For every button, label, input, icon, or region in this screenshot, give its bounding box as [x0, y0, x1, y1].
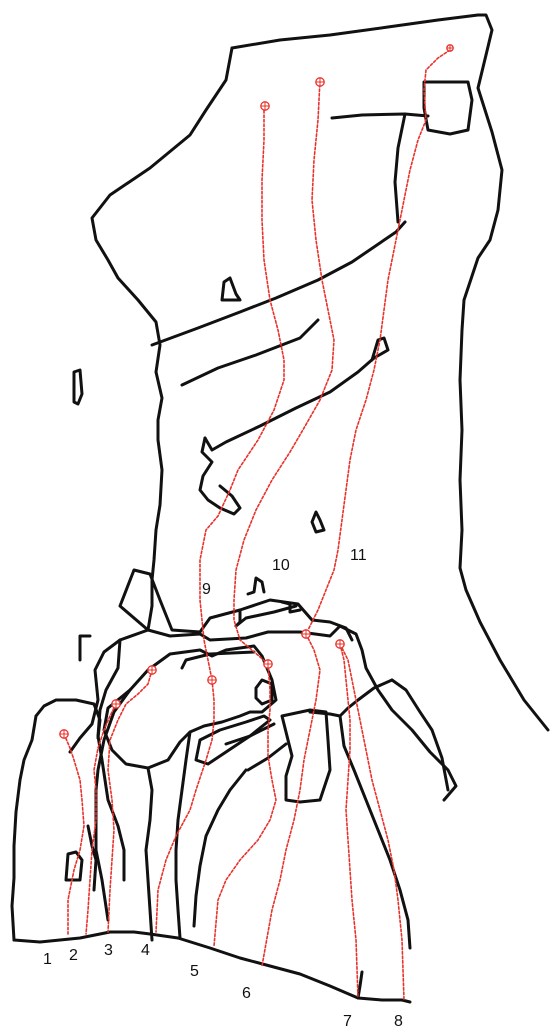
center-crack-b [176, 732, 190, 938]
diagonal-ledge-2 [182, 320, 318, 385]
anchor-route-4 [208, 676, 216, 684]
central-pillar [120, 570, 352, 640]
left-step [66, 852, 82, 880]
right-block [282, 710, 330, 802]
boulder-inner [104, 646, 276, 768]
route-8-line[interactable] [340, 644, 404, 1000]
route-number-1: 1 [43, 951, 52, 968]
right-pebble [312, 512, 324, 532]
flake-c [248, 744, 286, 770]
route-number-10: 10 [272, 557, 290, 574]
anchor-route-6 [302, 630, 310, 638]
mid-ledge [205, 358, 374, 450]
upper-roof-line [332, 114, 428, 118]
center-crack-a [146, 768, 152, 940]
route-2-line[interactable] [86, 704, 116, 934]
left-corner-mark [80, 636, 90, 660]
small-hook [248, 578, 264, 594]
anchor-route-7-8 [336, 640, 344, 648]
anchor-route-9 [261, 102, 269, 110]
route-number-5: 5 [190, 963, 199, 980]
crag-outline [232, 15, 548, 730]
route-number-2: 2 [69, 947, 78, 964]
route-9-line[interactable] [200, 106, 284, 680]
anchor-route-11 [447, 45, 453, 51]
route-number-8: 8 [394, 1013, 403, 1030]
route-4-line[interactable] [156, 680, 214, 932]
anchor-route-10 [316, 78, 324, 86]
ground-line [14, 932, 410, 1002]
route-number-7: 7 [343, 1013, 352, 1030]
route-number-11: 11 [350, 547, 367, 564]
right-face-edge [392, 680, 448, 790]
route-number-9: 9 [202, 581, 211, 598]
lower-left-wall [12, 716, 36, 940]
route-number-3: 3 [104, 942, 113, 959]
crag-left-edge [92, 48, 232, 630]
route-number-6: 6 [242, 985, 251, 1002]
diagonal-ledge-1 [152, 222, 405, 345]
anchor-route-5 [264, 660, 272, 668]
upper-box [424, 82, 472, 134]
left-pebble [74, 370, 82, 404]
center-crack-c [194, 770, 246, 926]
boulder-ledge [182, 652, 254, 668]
anchor-route-1 [60, 730, 68, 738]
upper-crack [395, 114, 405, 222]
left-loop [200, 438, 240, 514]
anchor-route-2 [112, 700, 120, 708]
small-pillar [222, 278, 240, 300]
route-1-line[interactable] [64, 734, 84, 934]
anchor-route-3 [148, 666, 156, 674]
route-number-4: 4 [141, 942, 150, 959]
